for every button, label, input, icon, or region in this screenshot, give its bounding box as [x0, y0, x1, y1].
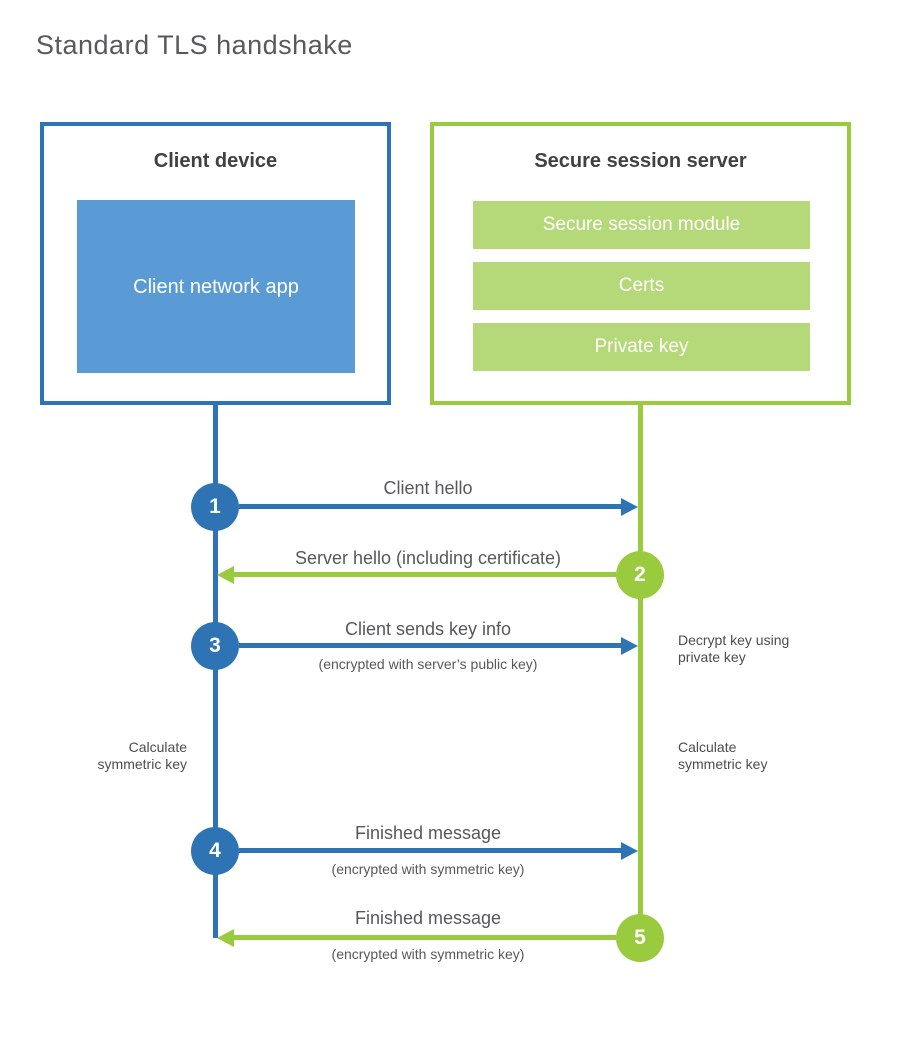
page-title: Standard TLS handshake — [36, 30, 353, 60]
arrowhead-right-icon — [621, 637, 638, 655]
arrowhead-right-icon — [621, 842, 638, 860]
step-badge-1: 1 — [191, 483, 239, 531]
arrowhead-left-icon — [217, 929, 234, 947]
message-finished-client-sub: (encrypted with symmetric key) — [331, 861, 525, 877]
message-finished-client: Finished message — [354, 823, 502, 843]
client-device-title: Client device — [153, 150, 278, 172]
message-client-hello: Client hello — [383, 478, 473, 498]
server-module-secure-session-module: Secure session module — [473, 201, 810, 249]
message-finished-server: Finished message — [354, 908, 502, 928]
client-lifeline — [213, 405, 218, 938]
client-network-app-box: Client network app — [77, 200, 355, 373]
step-badge-5: 5 — [616, 914, 664, 962]
arrow-finished-client — [239, 848, 621, 853]
secure-session-server-title: Secure session server — [534, 150, 747, 172]
message-client-key-info: Client sends key info — [344, 619, 512, 639]
message-client-key-info-sub: (encrypted with server’s public key) — [318, 656, 538, 672]
server-module-private-key: Private key — [473, 323, 810, 371]
arrow-finished-server — [234, 935, 616, 940]
client-network-app-label: Client network app — [133, 275, 299, 298]
arrowhead-right-icon — [621, 498, 638, 516]
note-decrypt-key: Decrypt key using private key — [678, 632, 790, 665]
server-module-certs: Certs — [473, 262, 810, 310]
arrow-client-hello — [239, 504, 621, 509]
arrowhead-left-icon — [217, 566, 234, 584]
note-calculate-symmetric-key-client: Calculate symmetric key — [97, 739, 187, 772]
note-calculate-symmetric-key-server: Calculate symmetric key — [678, 739, 768, 772]
message-server-hello: Server hello (including certificate) — [294, 548, 562, 568]
server-lifeline — [638, 405, 643, 938]
step-badge-2: 2 — [616, 551, 664, 599]
step-badge-4: 4 — [191, 827, 239, 875]
arrow-server-hello — [234, 572, 616, 577]
message-finished-server-sub: (encrypted with symmetric key) — [331, 946, 525, 962]
arrow-client-key-info — [239, 643, 621, 648]
step-badge-3: 3 — [191, 622, 239, 670]
